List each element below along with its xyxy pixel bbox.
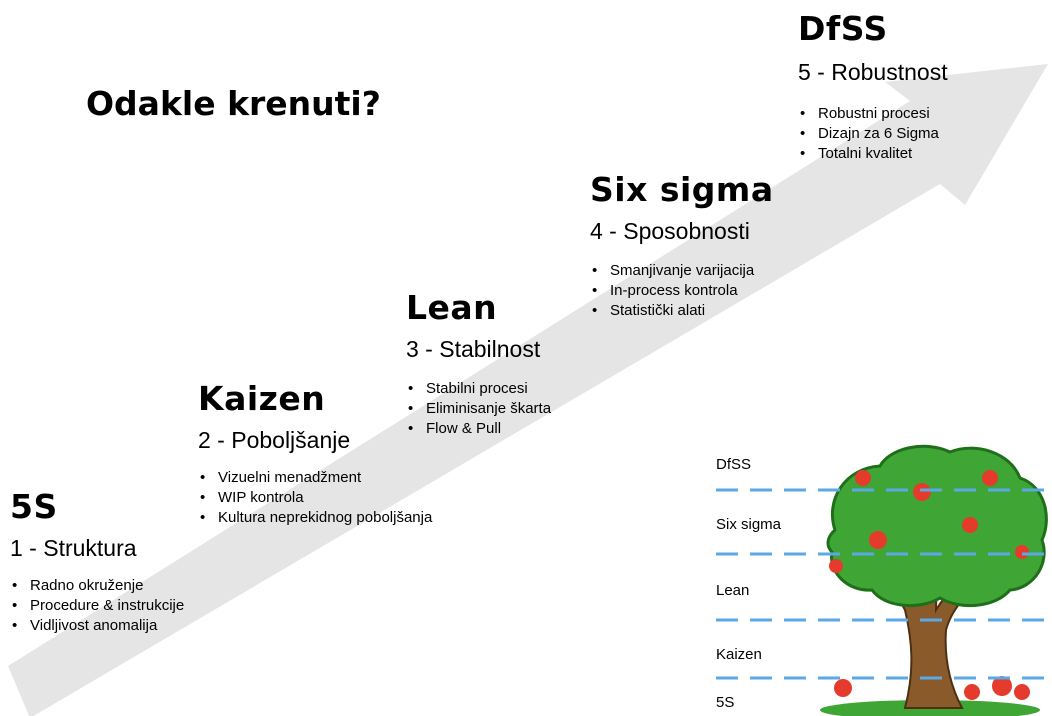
stage-subtitle: 4 - Sposobnosti — [590, 218, 750, 244]
bullet-item: Dizajn za 6 Sigma — [798, 124, 948, 144]
bullet-item: Vidljivost anomalija — [10, 616, 184, 636]
bullet-item: Procedure & instrukcije — [10, 596, 184, 616]
stage-bullets: Smanjivanje varijacija In-process kontro… — [590, 261, 774, 321]
bullet-item: Flow & Pull — [406, 419, 551, 439]
apple — [869, 531, 887, 549]
tree-level-label: DfSS — [716, 456, 752, 473]
apple — [964, 684, 980, 700]
page-title: Odakle krenuti? — [86, 84, 381, 123]
tree-level-label: 5S — [716, 694, 735, 711]
stage-bullets: Radno okruženje Procedure & instrukcije … — [10, 576, 184, 636]
bullet-item: Radno okruženje — [10, 576, 184, 596]
bullet-item: Statistički alati — [590, 301, 774, 321]
stage-kaizen: Kaizen 2 - Poboljšanje Vizuelni menadžme… — [198, 382, 432, 528]
stage-subtitle: 2 - Poboljšanje — [198, 427, 351, 453]
apple — [992, 676, 1012, 696]
tree-drawing — [716, 444, 1052, 716]
bullet-item: Totalni kvalitet — [798, 144, 948, 164]
tree-illustration: DfSS Six sigma Lean Kaizen 5S — [700, 440, 1052, 716]
apple — [1014, 684, 1030, 700]
bullet-item: Stabilni procesi — [406, 379, 551, 399]
stage-subtitle: 5 - Robustnost — [798, 59, 948, 85]
bullet-item: WIP kontrola — [198, 488, 432, 508]
apple — [834, 679, 852, 697]
apple — [982, 470, 998, 486]
tree-level-label: Lean — [716, 582, 750, 599]
bullet-item: Vizuelni menadžment — [198, 468, 432, 488]
bullet-item: Eliminisanje škarta — [406, 399, 551, 419]
bullet-item: Robustni procesi — [798, 104, 948, 124]
tree-level-label: Kaizen — [716, 646, 762, 663]
bullet-item: Kultura neprekidnog poboljšanja — [198, 508, 432, 528]
stage-subtitle: 1 - Struktura — [10, 535, 137, 561]
stage-bullets: Robustni procesi Dizajn za 6 Sigma Total… — [798, 104, 948, 164]
stage-subtitle: 3 - Stabilnost — [406, 336, 541, 362]
stage-name: 5S — [10, 487, 58, 526]
tree-foliage — [826, 444, 1048, 608]
stage-bullets: Stabilni procesi Eliminisanje škarta Flo… — [406, 379, 551, 439]
apple — [829, 559, 843, 573]
apple — [855, 470, 871, 486]
apple — [1015, 545, 1029, 559]
apple — [913, 483, 931, 501]
apple — [962, 517, 978, 533]
stage-5s: 5S 1 - Struktura Radno okruženje Procedu… — [10, 490, 184, 636]
stage-name: Kaizen — [198, 379, 326, 418]
stage-name: Lean — [406, 288, 498, 327]
tree-level-label: Six sigma — [716, 516, 782, 533]
stage-name: DfSS — [798, 9, 888, 48]
stage-name: Six sigma — [590, 170, 774, 209]
bullet-item: Smanjivanje varijacija — [590, 261, 774, 281]
stage-bullets: Vizuelni menadžment WIP kontrola Kultura… — [198, 468, 432, 528]
stage-dfss: DfSS 5 - Robustnost Robustni procesi Diz… — [798, 12, 948, 164]
stage-six-sigma: Six sigma 4 - Sposobnosti Smanjivanje va… — [590, 173, 774, 321]
bullet-item: In-process kontrola — [590, 281, 774, 301]
stage-lean: Lean 3 - Stabilnost Stabilni procesi Eli… — [406, 291, 551, 439]
